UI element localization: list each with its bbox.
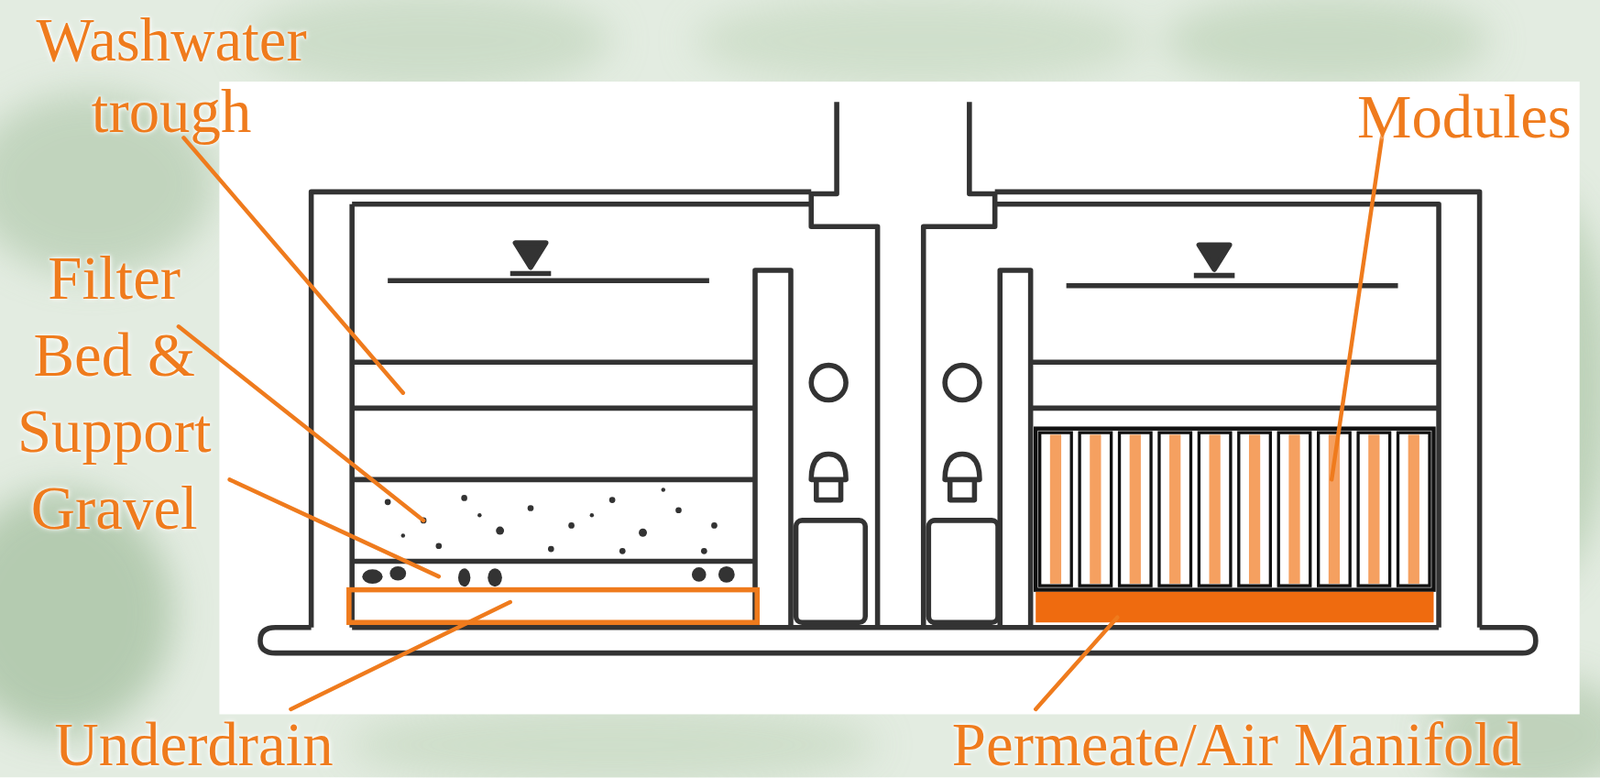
module-core — [1089, 434, 1101, 584]
module-core — [1050, 434, 1062, 584]
module-unit — [1079, 432, 1112, 586]
module-unit — [1198, 432, 1231, 586]
module-core — [1169, 434, 1181, 584]
part-label: Filter Bed & Support Gravel — [17, 241, 212, 548]
module-unit — [1119, 432, 1152, 586]
module-core — [1368, 434, 1380, 584]
membrane-modules — [1035, 428, 1434, 591]
part-label: Permeate/Air Manifold — [952, 711, 1523, 778]
module-core — [1249, 434, 1261, 584]
tank-outline — [260, 101, 1536, 653]
module-unit — [1040, 432, 1073, 586]
underdrain-outline — [349, 590, 757, 624]
module-core — [1408, 434, 1420, 584]
module-core — [1288, 434, 1300, 584]
module-unit — [1278, 432, 1311, 586]
filter-media — [361, 487, 735, 587]
module-core — [1129, 434, 1141, 584]
module-core — [1209, 434, 1221, 584]
module-unit — [1238, 432, 1272, 586]
module-unit — [1358, 432, 1391, 586]
permeate-manifold — [1035, 591, 1434, 623]
module-unit — [1398, 432, 1431, 586]
part-label: Underdrain — [54, 711, 333, 778]
leader-lines — [178, 132, 1383, 710]
white-panel — [219, 81, 1579, 714]
part-label: Washwater trough — [35, 3, 307, 147]
module-unit — [1159, 432, 1192, 586]
part-label: Modules — [1357, 83, 1572, 151]
